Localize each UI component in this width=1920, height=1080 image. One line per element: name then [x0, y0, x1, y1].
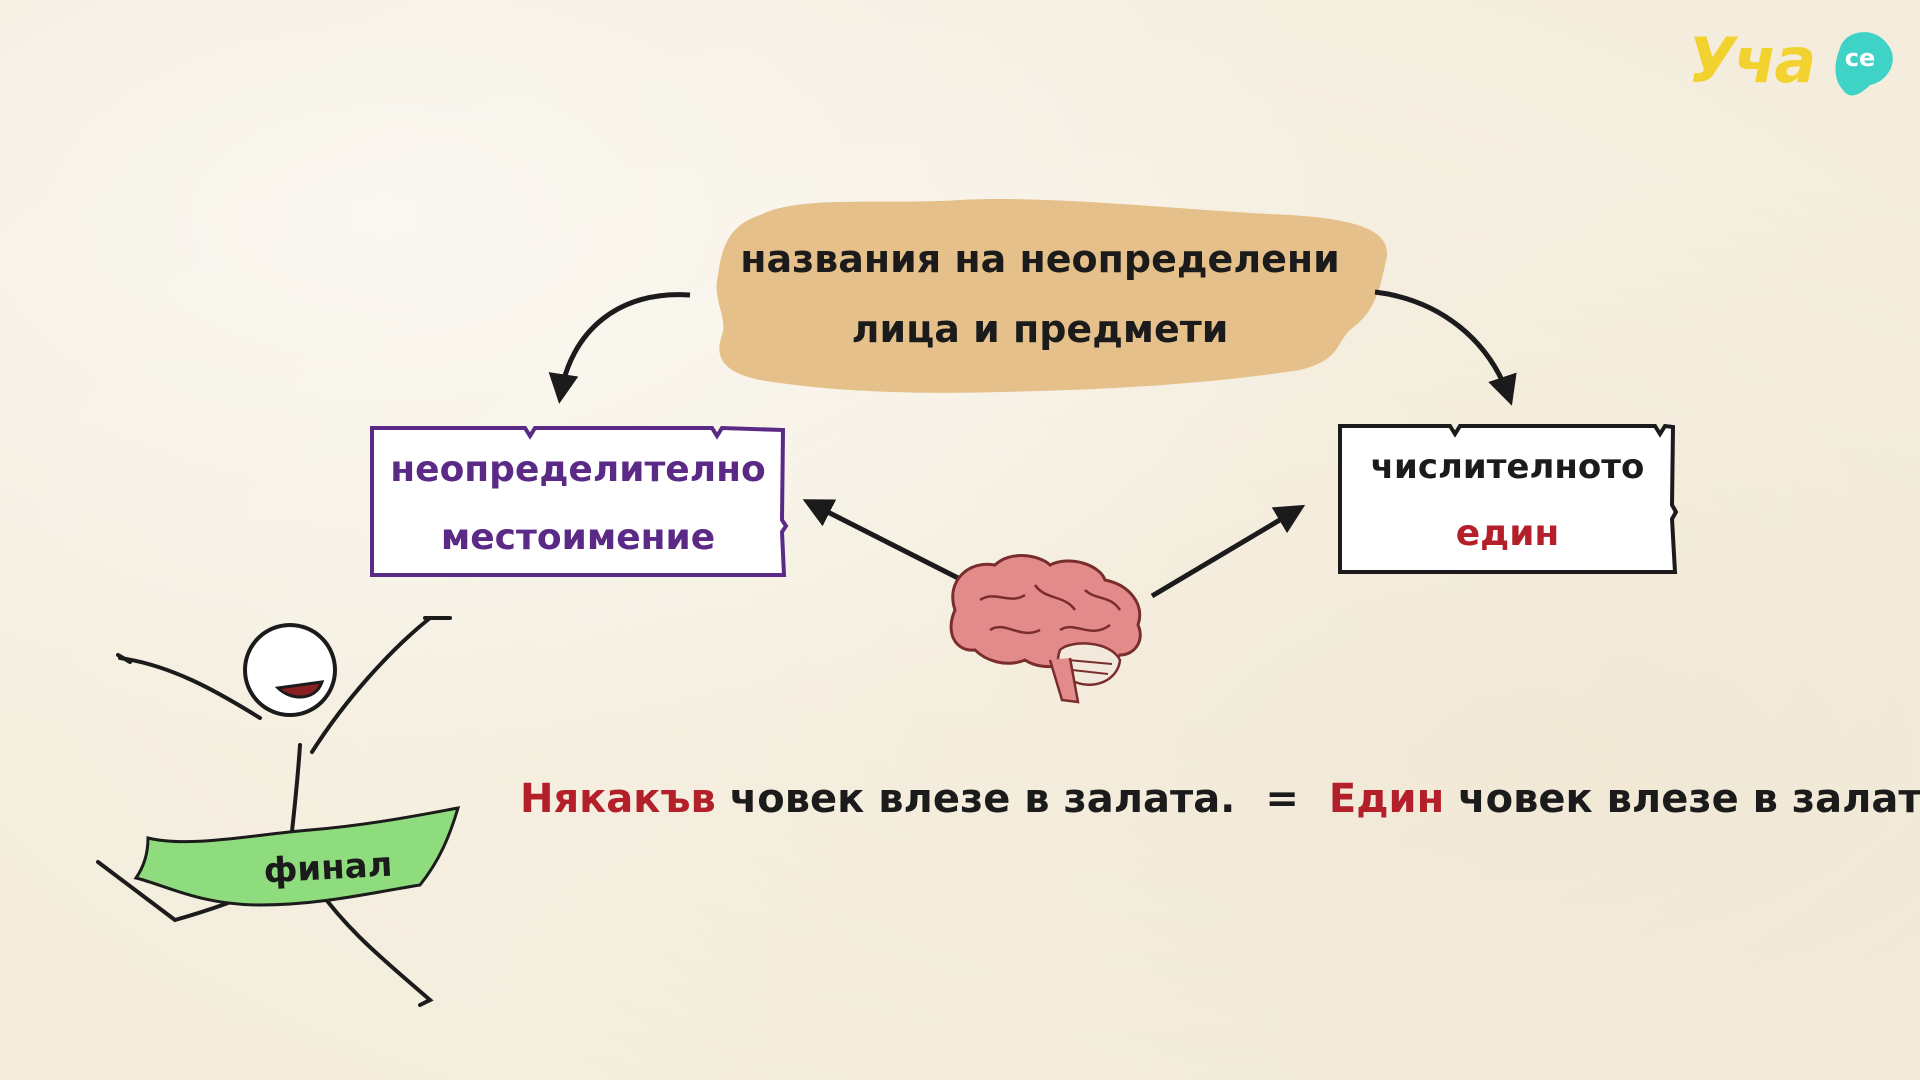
- logo-badge-text: се: [1844, 44, 1876, 72]
- top-concept-line2: лица и предмети: [851, 307, 1229, 351]
- logo-badge-shape: [1835, 32, 1893, 96]
- right-concept-line1: числителното: [1370, 447, 1645, 487]
- left-concept-box: [370, 425, 789, 577]
- right-concept-box: [1338, 423, 1679, 574]
- sentence-right-highlight: Един: [1328, 776, 1445, 822]
- logo-text: Уча: [1688, 24, 1816, 97]
- sentence-left-highlight: Някакъв: [520, 776, 716, 822]
- arrow-brain-to-right: [1150, 504, 1306, 599]
- sentence-equals: =: [1265, 776, 1299, 822]
- sentence-left-rest: човек влезе в залата.: [715, 776, 1236, 822]
- arrow-top-to-left: [548, 292, 691, 404]
- left-concept-line2: местоимение: [440, 517, 716, 558]
- right-concept-line2: един: [1455, 513, 1560, 554]
- finish-label: финал: [262, 844, 394, 892]
- sentence-right-rest: човек влезе в залата.: [1444, 776, 1920, 822]
- brain-icon: [949, 554, 1142, 704]
- arrow-brain-to-left: [802, 499, 964, 583]
- brand-logo: Уча: [1688, 30, 1898, 102]
- example-sentence: Някакъв човек влезе в залата. = Един човек…: [520, 776, 1920, 822]
- finish-ribbon: [133, 806, 461, 907]
- left-concept-line1: неопределително: [390, 449, 766, 490]
- top-concept-blob: [716, 198, 1388, 393]
- top-concept-line1: названия на неопределени: [740, 237, 1340, 281]
- stick-figure-icon: [96, 616, 452, 1007]
- arrow-top-to-right: [1374, 289, 1517, 406]
